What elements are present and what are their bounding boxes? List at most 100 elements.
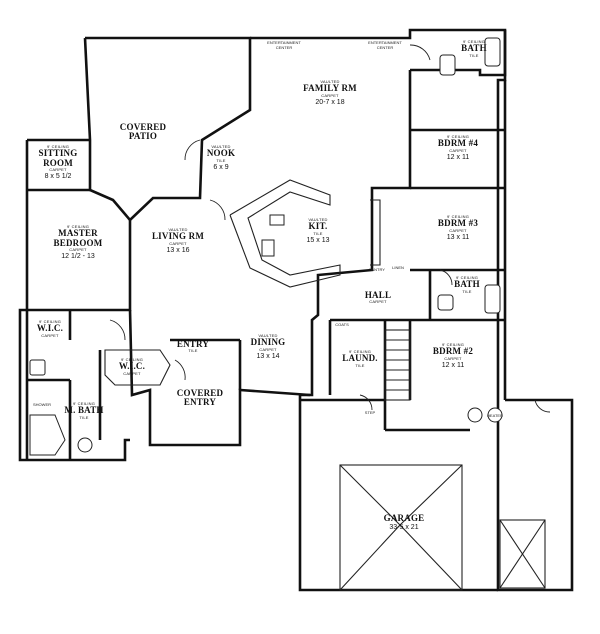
dining-name: DINING xyxy=(250,337,286,348)
kit-ceiling: VAULTED xyxy=(308,217,328,222)
hall-name: HALL xyxy=(364,290,392,300)
kit-name: KIT. xyxy=(308,221,328,232)
m-bath-label: 9' CEILING M. BATH TILE xyxy=(64,401,104,420)
sitting-room-dims: 8 x 5 1/2 xyxy=(44,173,72,181)
bdrm4-dims: 12 x 11 xyxy=(446,153,470,161)
laund-name: LAUND. xyxy=(342,353,378,364)
bdrm3-label: 9' CEILING BDRM #3 CARPET 13 x 11 xyxy=(437,214,479,241)
kit-label: VAULTED KIT. TILE 15 x 13 xyxy=(306,217,330,244)
master-bedroom-ceiling: 9' CEILING xyxy=(66,224,90,229)
bdrm4-ceiling: 9' CEILING xyxy=(446,134,470,139)
garage-dims: 33-5 x 21 xyxy=(389,524,419,532)
bath-top-name: BATH xyxy=(461,43,487,54)
door-swings xyxy=(109,44,551,413)
wic-top-ceiling: 9' CEILING xyxy=(38,319,62,324)
sitting-room-ceiling: 9' CEILING xyxy=(46,144,70,149)
laund-floor: TILE xyxy=(355,362,365,368)
kitchen-counters xyxy=(229,179,381,288)
wic-top-label: 9' CEILING W.I.C. CARPET xyxy=(36,319,64,338)
family-rm-label: VAULTED FAMILY RM CARPET 20-7 x 18 xyxy=(303,79,357,106)
wic-mid-label: 9' CEILING W.I.C. CARPET xyxy=(118,357,146,376)
family-rm-floor: CARPET xyxy=(321,92,339,98)
hall-floor: CARPET xyxy=(369,299,387,305)
sitting-room-floor: CARPET xyxy=(49,167,67,173)
nook-floor: TILE xyxy=(216,157,226,163)
covered-entry-name: COVERED ENTRY xyxy=(176,388,224,408)
master-bedroom-name: MASTER BEDROOM xyxy=(53,228,103,248)
dining-label: VAULTED DINING CARPET 13 x 14 xyxy=(250,333,286,360)
shower-note: SHOWER xyxy=(33,402,51,407)
laund-label: 9' CEILING LAUND. TILE xyxy=(342,349,378,368)
wic-mid-ceiling: 9' CEILING xyxy=(120,357,144,362)
entertainment-center-note-1: ENTERTAINMENT CENTER xyxy=(267,40,301,50)
living-rm-label: VAULTED LIVING RM CARPET 13 x 16 xyxy=(151,227,205,254)
attic-stairs xyxy=(384,329,411,401)
bdrm3-name: BDRM #3 xyxy=(437,218,479,229)
step-note: STEP xyxy=(364,410,376,415)
pantry-note: PANTRY xyxy=(369,267,385,272)
sitting-room-name: SITTING ROOM xyxy=(38,148,78,168)
living-rm-dims: 13 x 16 xyxy=(166,246,190,254)
garage-name: GARAGE xyxy=(383,513,425,523)
dining-floor: CARPET xyxy=(259,346,277,352)
bath-top-ceiling: 9' CEILING xyxy=(462,39,486,44)
kit-dims: 15 x 13 xyxy=(306,236,330,244)
m-bath-floor: TILE xyxy=(79,414,89,420)
entry-label: ENTRY TILE xyxy=(176,339,210,354)
living-rm-name: LIVING RM xyxy=(151,231,205,242)
bdrm3-floor: CARPET xyxy=(449,227,467,233)
bdrm2-floor: CARPET xyxy=(444,355,462,361)
linen-note: LINEN xyxy=(392,265,404,270)
garage-label: GARAGE 33-5 x 21 xyxy=(383,513,425,532)
bdrm3-ceiling: 9' CEILING xyxy=(446,214,470,219)
covered-entry-label: COVERED ENTRY xyxy=(176,388,224,408)
entertainment-center-note-2: ENTERTAINMENT CENTER xyxy=(368,40,402,50)
sitting-room-label: 9' CEILING SITTING ROOM CARPET 8 x 5 1/2 xyxy=(38,144,78,181)
wic-mid-floor: CARPET xyxy=(123,370,141,376)
nook-ceiling: VAULTED xyxy=(211,144,231,149)
family-rm-ceiling: VAULTED xyxy=(320,79,340,84)
dining-ceiling: VAULTED xyxy=(258,333,278,338)
bath-mid-label: 9' CEILING BATH TILE xyxy=(454,275,480,294)
bath-mid-floor: TILE xyxy=(462,288,472,294)
nook-name: NOOK xyxy=(206,148,236,159)
bdrm2-name: BDRM #2 xyxy=(432,346,474,357)
living-rm-ceiling: VAULTED xyxy=(168,227,188,232)
master-bedroom-dims: 12 1/2 - 13 xyxy=(61,253,95,261)
living-rm-floor: CARPET xyxy=(169,240,187,246)
family-rm-dims: 20-7 x 18 xyxy=(315,98,345,106)
entry-floor: TILE xyxy=(188,348,198,354)
covered-patio-label: COVERED PATIO xyxy=(119,122,167,142)
bath-mid-name: BATH xyxy=(454,279,480,290)
hall-label: HALL CARPET xyxy=(364,290,392,305)
bdrm4-label: 9' CEILING BDRM #4 CARPET 12 x 11 xyxy=(437,134,479,161)
nook-label: VAULTED NOOK TILE 6 x 9 xyxy=(206,144,236,171)
wic-mid-name: W.I.C. xyxy=(118,361,146,372)
entry-name: ENTRY xyxy=(176,339,210,349)
bdrm4-name: BDRM #4 xyxy=(437,138,479,149)
bdrm2-label: 9' CEILING BDRM #2 CARPET 12 x 11 xyxy=(432,342,474,369)
m-bath-name: M. BATH xyxy=(64,405,104,416)
family-rm-name: FAMILY RM xyxy=(303,83,357,94)
wic-top-name: W.I.C. xyxy=(36,323,64,334)
master-bedroom-label: 9' CEILING MASTER BEDROOM CARPET 12 1/2 … xyxy=(53,224,103,261)
garage-structure xyxy=(339,407,546,591)
bath-fixtures xyxy=(29,37,501,456)
covered-patio-name: COVERED PATIO xyxy=(119,122,167,142)
wic-top-floor: CARPET xyxy=(41,332,59,338)
bath-top-floor: TILE xyxy=(469,52,479,58)
kit-floor: TILE xyxy=(313,230,323,236)
coats-note: COATS xyxy=(335,322,349,327)
laund-ceiling: 9' CEILING xyxy=(348,349,372,354)
master-bedroom-floor: CARPET xyxy=(69,247,87,253)
bdrm4-floor: CARPET xyxy=(449,147,467,153)
heater-note: HEATER xyxy=(487,413,503,418)
dining-dims: 13 x 14 xyxy=(256,352,280,360)
nook-dims: 6 x 9 xyxy=(213,163,229,171)
bdrm2-ceiling: 9' CEILING xyxy=(441,342,465,347)
bath-mid-ceiling: 9' CEILING xyxy=(455,275,479,280)
bdrm3-dims: 13 x 11 xyxy=(446,233,470,241)
bath-top-label: 9' CEILING BATH TILE xyxy=(461,39,487,58)
bdrm2-dims: 12 x 11 xyxy=(441,361,465,369)
